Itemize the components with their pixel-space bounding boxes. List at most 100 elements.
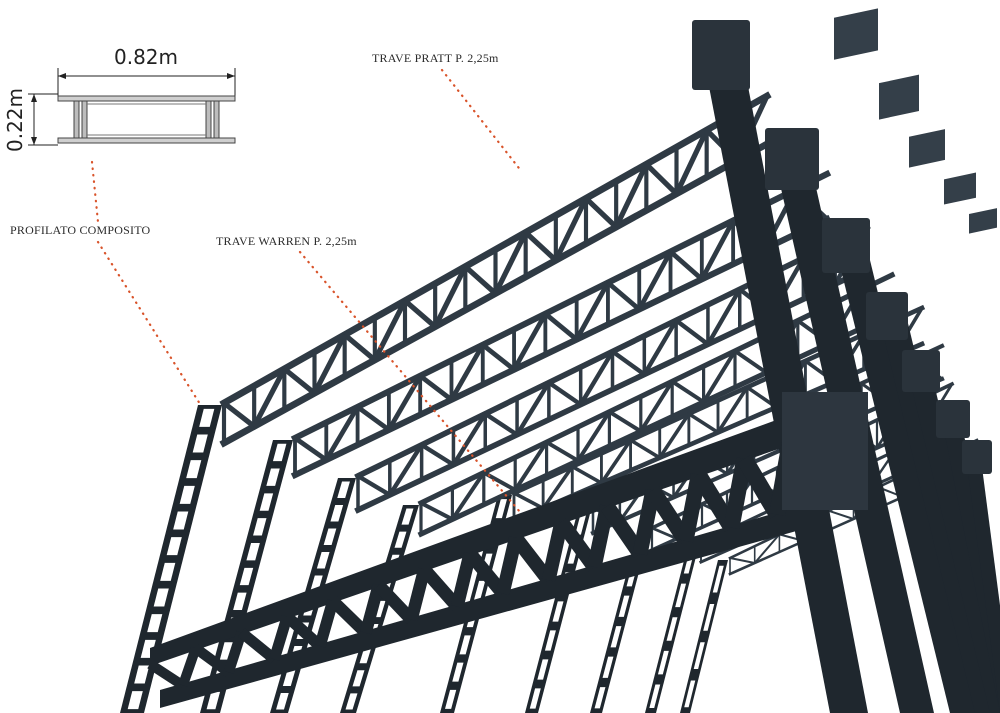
roof-truss-bottom-chord xyxy=(290,214,832,480)
left-column-opening xyxy=(649,684,661,708)
warren-leader-line xyxy=(298,250,522,514)
roof-truss-diagonal xyxy=(493,231,528,295)
left-column-opening xyxy=(246,542,260,561)
left-column-opening xyxy=(537,659,549,680)
column-cap xyxy=(822,218,870,273)
left-column-opening xyxy=(266,468,280,486)
warren-girder-diagonal xyxy=(314,599,339,648)
roof-truss-diagonal xyxy=(481,342,516,372)
warren-girder-diagonal xyxy=(223,630,247,674)
roof-truss-diagonal xyxy=(282,366,317,396)
left-column-opening xyxy=(657,650,669,675)
left-column-body xyxy=(120,405,222,713)
left-column-opening xyxy=(459,635,471,655)
roof-truss-diagonal xyxy=(543,311,579,342)
warren-girder-diagonal xyxy=(237,628,278,664)
warren-girder-diagonal xyxy=(192,643,232,677)
left-column-opening xyxy=(610,626,622,648)
left-column-opening xyxy=(179,485,195,504)
roof-truss-diagonal xyxy=(578,350,615,406)
roof-truss-diagonal xyxy=(639,380,674,433)
left-column-opening xyxy=(282,669,296,686)
warren-girder-bottom-flange xyxy=(160,506,800,708)
roof-truss-diagonal xyxy=(637,250,673,311)
roof-truss-diagonal xyxy=(674,128,710,195)
left-column-opening xyxy=(337,481,350,498)
left-column-opening xyxy=(618,595,630,617)
warren-girder-diagonal xyxy=(328,596,370,638)
left-column-opening xyxy=(394,531,407,548)
warren-beam-label: TRAVE WARREN P. 2,25m xyxy=(216,234,357,248)
connection-plate xyxy=(782,392,868,510)
left-column-opening xyxy=(693,642,705,670)
column-cap xyxy=(902,350,940,392)
left-column-opening xyxy=(474,580,486,600)
roof-truss-diagonal xyxy=(651,526,678,540)
left-column-opening xyxy=(602,656,614,678)
column-cap xyxy=(936,400,970,438)
left-column-opening xyxy=(445,689,457,709)
roof-truss-diagonal xyxy=(613,163,649,229)
left-column-opening xyxy=(401,508,414,525)
roof-truss-diagonal xyxy=(463,264,498,296)
roof-truss-diagonal xyxy=(576,410,612,462)
roof-truss-diagonal xyxy=(515,381,551,436)
left-column-opening xyxy=(712,565,724,593)
roof-truss-diagonal xyxy=(403,298,437,329)
column-cap-plate xyxy=(909,129,945,168)
roof-truss-diagonal xyxy=(449,343,485,401)
warren-girder-diagonal xyxy=(541,520,569,582)
roof-truss-diagonal xyxy=(356,474,391,497)
warren-girder-diagonal xyxy=(283,612,324,651)
roof-truss-diagonal xyxy=(450,471,486,521)
roof-truss-diagonal xyxy=(668,249,704,282)
roof-truss-diagonal xyxy=(513,491,544,510)
roof-truss-diagonal xyxy=(674,318,710,347)
left-column-opening xyxy=(552,601,564,622)
left-column-opening xyxy=(219,642,234,660)
roof-truss-diagonal xyxy=(599,439,633,485)
roof-truss-diagonal xyxy=(658,412,691,459)
roof-truss-diagonal xyxy=(733,349,768,375)
warren-girder-diagonal xyxy=(147,659,186,690)
roof-truss-diagonal xyxy=(571,465,603,485)
roof-truss-diagonal xyxy=(484,411,519,437)
left-column-opening xyxy=(452,662,464,682)
height-dimension-label: 0.22m xyxy=(3,88,27,152)
warren-girder-diagonal xyxy=(587,504,615,569)
left-column-opening xyxy=(330,505,344,522)
left-column-opening xyxy=(160,562,176,581)
left-column-opening xyxy=(684,680,696,708)
roof-truss-diagonal xyxy=(312,333,347,395)
left-column-opening xyxy=(675,583,687,608)
left-column-opening xyxy=(186,460,202,479)
roof-truss-diagonal xyxy=(387,443,424,497)
roof-truss-diagonal xyxy=(511,312,548,371)
left-column-opening xyxy=(323,528,337,545)
warren-girder-diagonal xyxy=(359,583,385,635)
roof-truss-diagonal xyxy=(418,373,453,402)
left-column-opening xyxy=(575,514,587,535)
roof-truss-diagonal xyxy=(372,299,408,362)
left-column-opening xyxy=(529,688,541,709)
column-cap xyxy=(692,20,750,90)
width-dimension-label: 0.82m xyxy=(114,45,178,69)
warren-girder-diagonal xyxy=(464,549,509,598)
left-column-opening xyxy=(147,614,163,633)
roof-truss-diagonal xyxy=(343,332,377,362)
left-column-opening xyxy=(233,592,247,611)
pratt-leader-line xyxy=(440,68,524,174)
left-column-opening xyxy=(310,575,323,592)
composito-leader-line xyxy=(90,160,100,224)
left-column-opening xyxy=(153,588,169,607)
composite-section-icon xyxy=(57,95,236,144)
roof-truss-diagonal xyxy=(523,230,558,263)
roof-truss-diagonal xyxy=(553,197,589,262)
column-cap xyxy=(765,128,819,190)
column-cap-plate xyxy=(834,8,878,60)
roof-truss-diagonal xyxy=(716,386,749,434)
warren-girder-diagonal xyxy=(419,564,463,611)
roof-truss-diagonal xyxy=(671,379,705,404)
left-column-opening xyxy=(272,443,287,462)
